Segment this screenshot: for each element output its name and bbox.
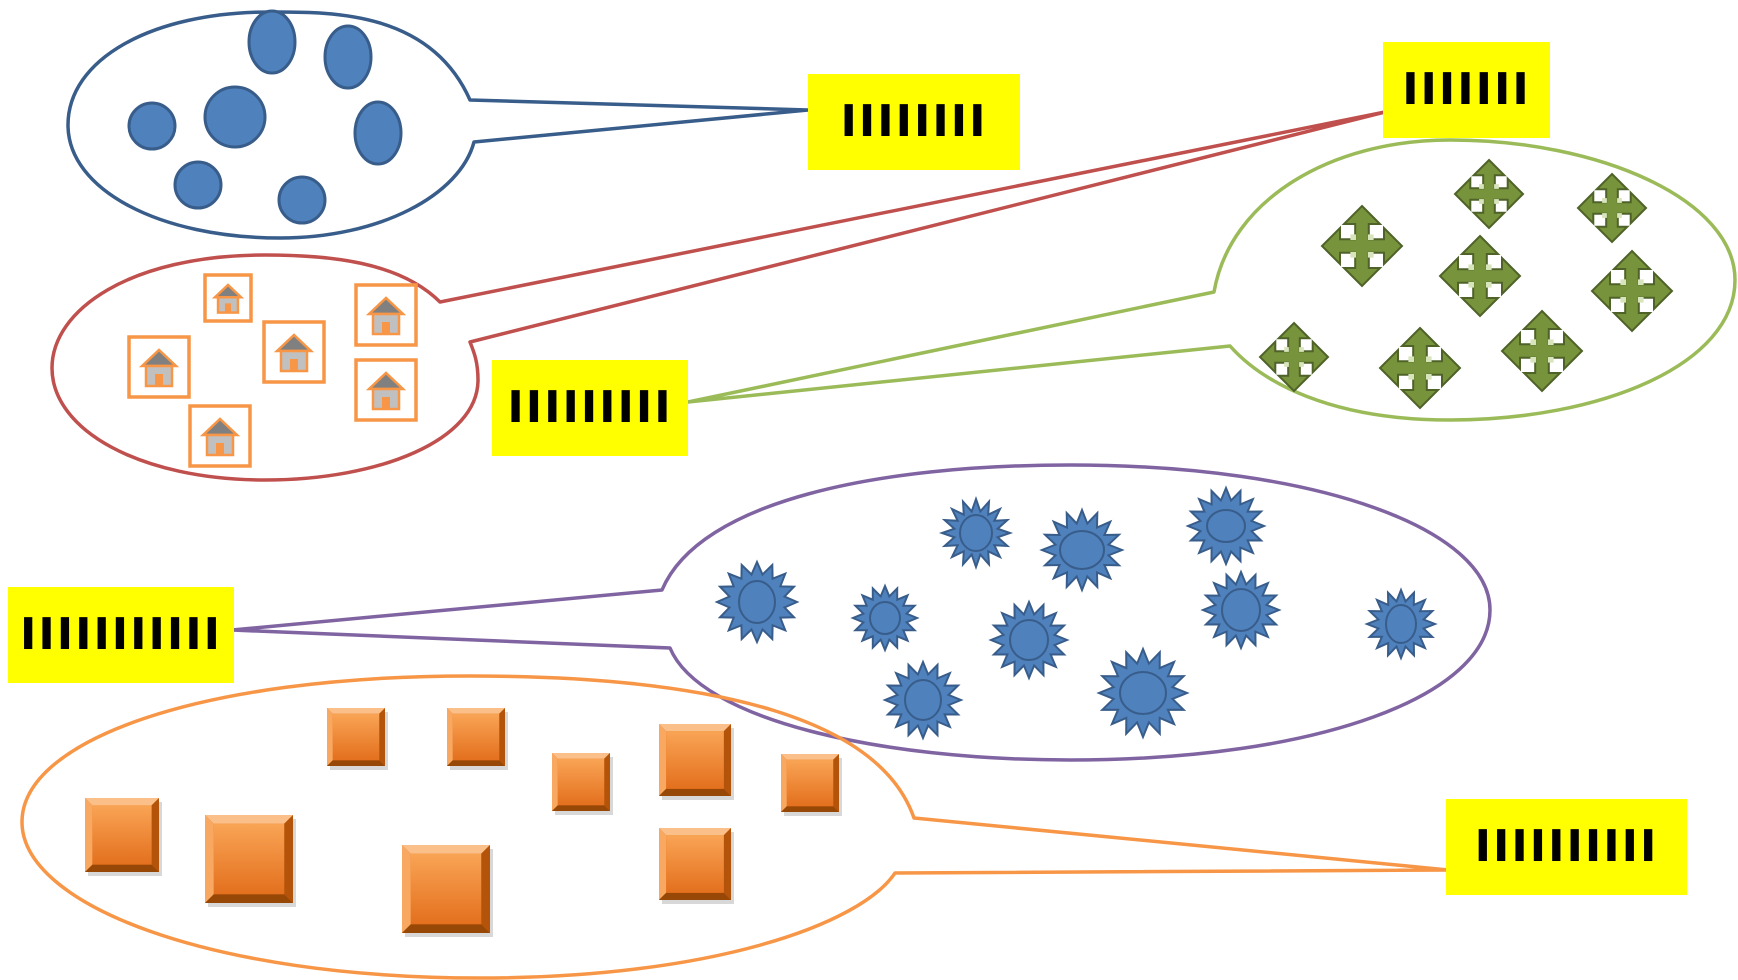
group-blue-circles (66, 9, 810, 240)
tally-text: IIIIIIIIII (1474, 821, 1659, 872)
tally-label-blue-stars: IIIIIIIIIII (8, 587, 234, 683)
callout-orange-squares (20, 674, 1450, 980)
house-icon (188, 404, 252, 468)
tally-label-green-move-arrows: IIIIIIIII (492, 360, 688, 456)
callout-blue-circles (66, 10, 810, 240)
circle-shape (323, 24, 373, 90)
star-icon (1364, 587, 1438, 661)
tally-text: IIIIIIIII (507, 382, 673, 433)
house-icon (262, 320, 326, 384)
square-icon (781, 754, 842, 816)
house-icon (127, 335, 191, 399)
house-icon (203, 273, 253, 323)
square-icon (659, 724, 734, 800)
house-icon (354, 283, 418, 347)
move-arrows-icon (1500, 309, 1584, 393)
house-icon (354, 358, 418, 422)
group-blue-stars (230, 463, 1492, 762)
star-icon (714, 559, 800, 645)
square-icon (85, 798, 162, 876)
tally-text: IIIIIIII (840, 96, 988, 147)
square-icon (205, 815, 296, 907)
move-arrows-icon (1590, 249, 1674, 333)
callout-orange-houses (50, 110, 1387, 482)
group-green-move-arrows (686, 138, 1737, 422)
circle-shape (353, 100, 403, 166)
callout-green-move-arrows (686, 138, 1737, 422)
move-arrows-icon (1438, 234, 1522, 318)
circle-shape (247, 9, 297, 75)
tally-text: IIIIIIIIIII (19, 609, 223, 660)
star-icon (850, 583, 920, 653)
square-icon (659, 828, 734, 904)
star-icon (1200, 569, 1282, 651)
circle-shape (203, 85, 267, 149)
square-icon (552, 753, 613, 815)
move-arrows-icon (1378, 326, 1462, 410)
square-icon (402, 845, 493, 937)
star-icon (988, 599, 1070, 681)
circle-shape (277, 175, 327, 225)
move-arrows-icon (1258, 321, 1330, 393)
square-icon (447, 708, 508, 770)
star-icon (1185, 485, 1267, 567)
tally-label-blue-circles: IIIIIIII (808, 74, 1020, 170)
move-arrows-icon (1576, 172, 1648, 244)
group-orange-houses (50, 110, 1387, 482)
star-icon (882, 659, 964, 741)
tally-label-orange-houses: IIIIIII (1383, 42, 1550, 138)
tally-label-orange-squares: IIIIIIIIII (1446, 799, 1687, 895)
circle-shape (173, 160, 223, 210)
callout-blue-stars (230, 463, 1492, 762)
star-icon (938, 495, 1014, 571)
star-icon (1039, 507, 1125, 593)
square-icon (327, 708, 388, 770)
group-orange-squares (20, 674, 1450, 980)
circle-shape (127, 101, 177, 151)
tally-text: IIIIIII (1402, 64, 1531, 115)
move-arrows-icon (1320, 204, 1404, 288)
star-icon (1096, 646, 1190, 740)
move-arrows-icon (1453, 158, 1525, 230)
